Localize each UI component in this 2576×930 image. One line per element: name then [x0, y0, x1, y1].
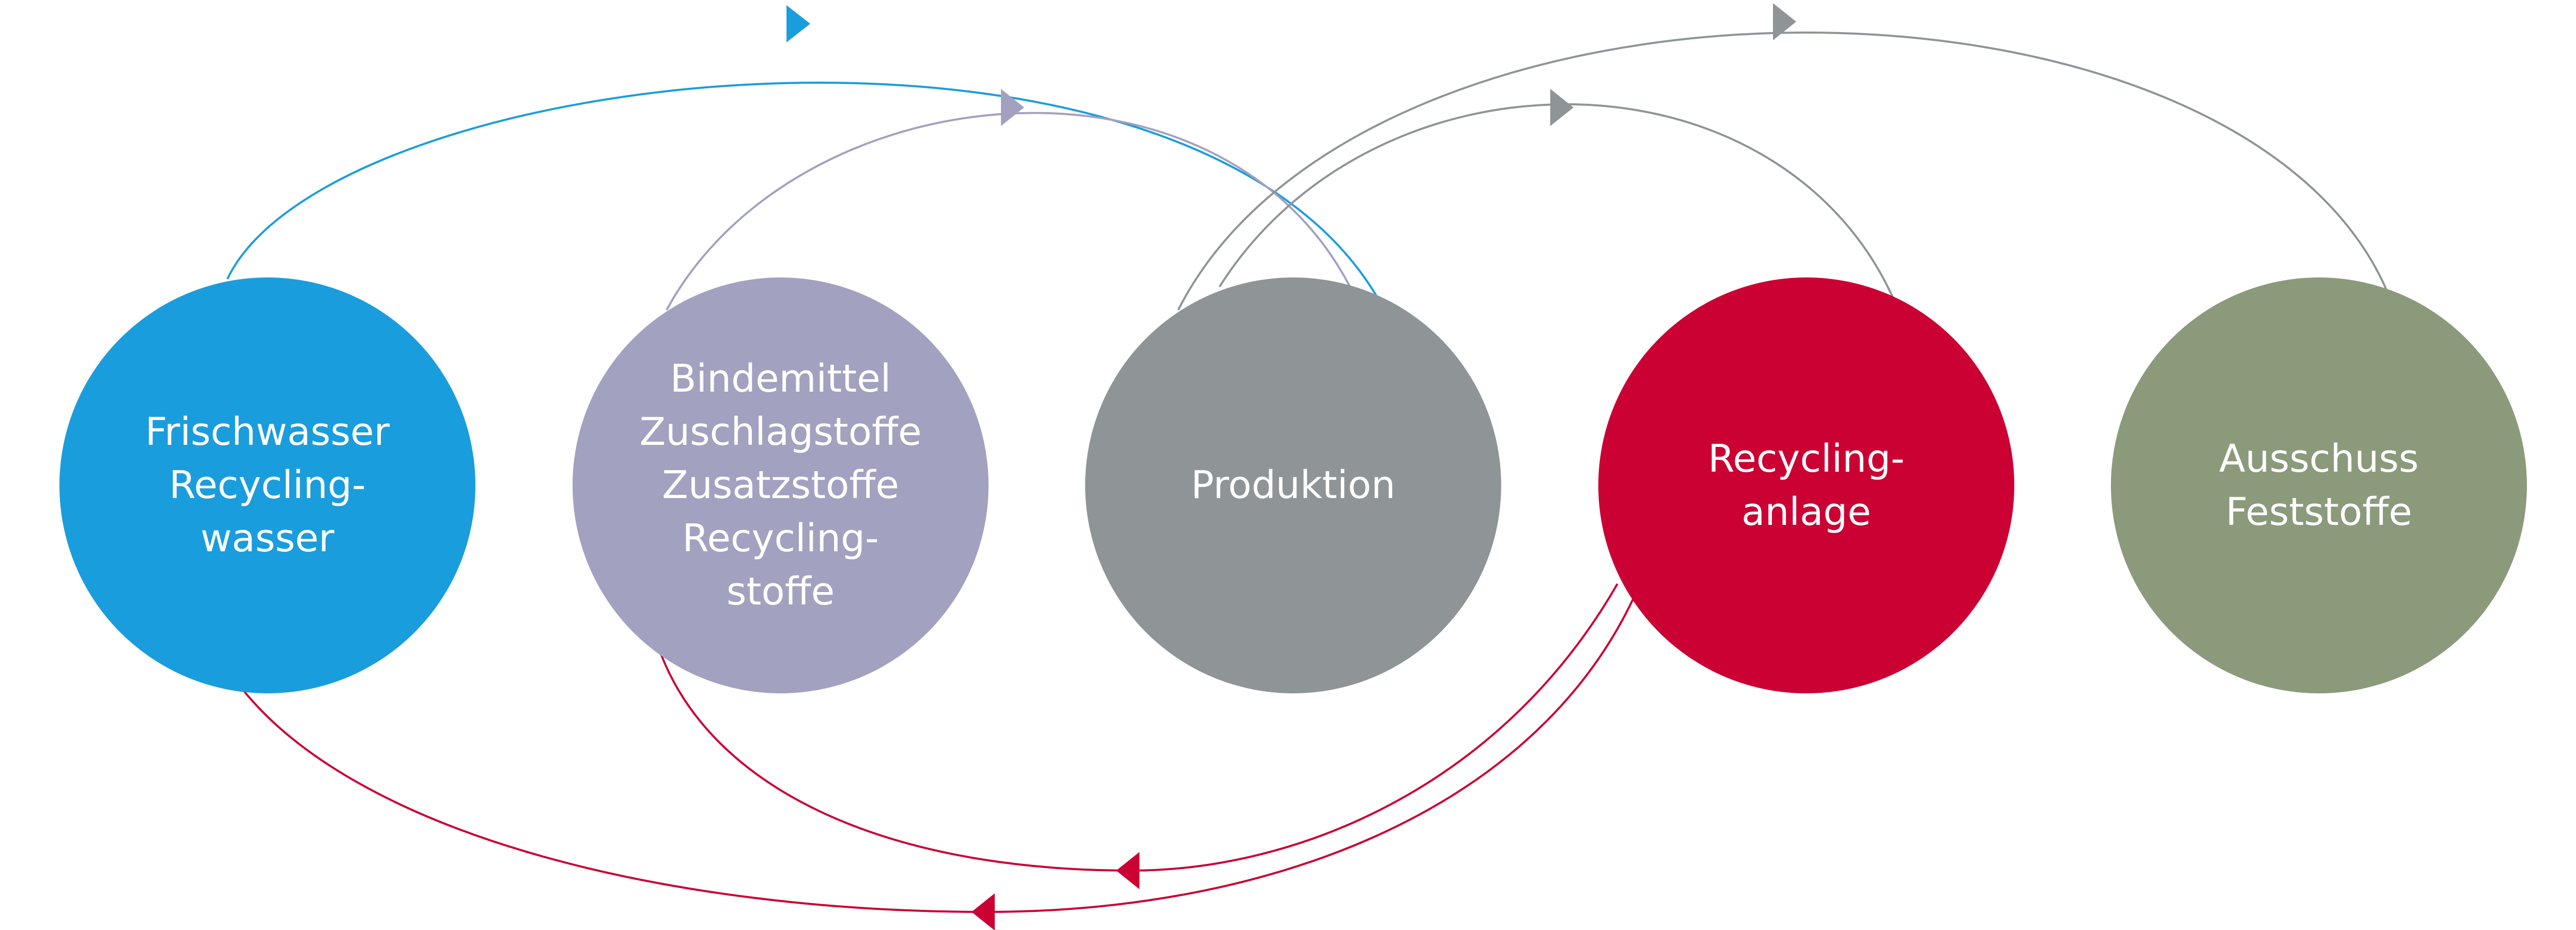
node-raw-materials: Bindemittel Zuschlagstoffe Zusatzstoffe …	[573, 277, 989, 693]
flow-line-prod-to-waste	[1177, 32, 2388, 311]
label-line: Produktion	[1191, 463, 1396, 507]
label-line: Bindemittel	[670, 357, 891, 401]
label-line: anlage	[1741, 489, 1871, 534]
arrow-head-prod-to-waste	[1773, 3, 1796, 40]
arrow-head-recycle-to-water	[971, 893, 995, 930]
node-recycling-plant: Recycling- anlage	[1598, 277, 2014, 693]
node-label: Frischwasser Recycling- wasser	[145, 406, 390, 565]
node-label: Ausschuss Feststoffe	[2219, 432, 2418, 539]
label-line: stoffe	[726, 569, 835, 614]
node-waste-solids: Ausschuss Feststoffe	[2111, 277, 2527, 693]
label-line: Recycling-	[1708, 436, 1905, 481]
label-line: Zuschlagstoffe	[639, 410, 922, 454]
node-label: Recycling- anlage	[1708, 432, 1904, 539]
node-production: Produktion	[1085, 277, 1501, 693]
flow-line-prod-to-recycle	[1218, 103, 1895, 300]
label-line: Feststoffe	[2226, 489, 2412, 534]
arrow-head-recycle-to-binder	[1116, 852, 1139, 889]
arrow-head-binder-to-prod	[1001, 89, 1024, 126]
label-line: Recycling-	[169, 463, 366, 507]
label-line: Zusatzstoffe	[662, 463, 899, 507]
flow-line-water-to-prod	[226, 82, 1378, 298]
node-label: Bindemittel Zuschlagstoffe Zusatzstoffe …	[640, 352, 922, 618]
label-line: Recycling-	[682, 516, 879, 561]
node-fresh-water: Frischwasser Recycling- wasser	[59, 277, 475, 693]
label-line: Ausschuss	[2219, 436, 2419, 481]
arrow-head-prod-to-recycle	[1550, 89, 1574, 126]
label-line: wasser	[200, 516, 334, 561]
arrow-head-water-to-prod	[786, 5, 810, 42]
label-line: Frischwasser	[145, 410, 390, 454]
node-label: Produktion	[1191, 459, 1396, 512]
